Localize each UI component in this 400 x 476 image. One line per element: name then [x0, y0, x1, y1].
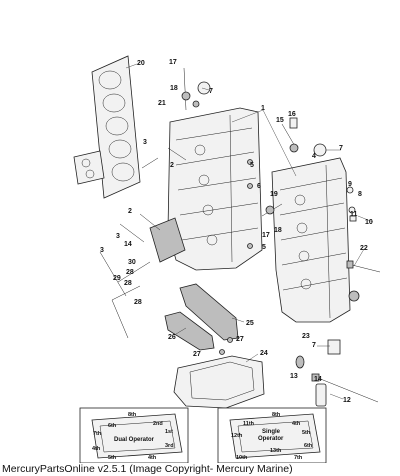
- inset-left-seq-8th: 8th: [128, 412, 137, 418]
- inset-left-seq-6th: 6th: [108, 423, 117, 429]
- callout-16: 16: [288, 111, 296, 118]
- callout-19: 19: [270, 191, 278, 198]
- callout-14-low: 14: [314, 376, 322, 383]
- inset-right-seq-13th: 13th: [270, 448, 282, 454]
- bolt-22: [346, 260, 381, 273]
- cylinder-head-left: [149, 107, 263, 271]
- callout-27-b: 27: [193, 351, 201, 358]
- inset-right-seq-8th: 8th: [272, 412, 281, 418]
- inset-right-seq-6th: 6th: [304, 443, 313, 449]
- callout-28-a: 28: [126, 269, 134, 276]
- callout-28-c: 28: [134, 299, 142, 306]
- fitting-18-19: [261, 203, 283, 217]
- callout-21: 21: [158, 100, 166, 107]
- callout-8: 8: [358, 191, 362, 198]
- callout-17-top: 17: [169, 59, 177, 66]
- callout-9: 9: [348, 181, 352, 188]
- callout-15: 15: [276, 117, 284, 124]
- callout-18-top: 18: [170, 85, 178, 92]
- callout-2-mid: 2: [128, 208, 132, 215]
- inset-right-seq-7th: 7th: [294, 455, 303, 461]
- callout-14: 14: [124, 241, 132, 248]
- inset-right-seq-12th: 12th: [231, 433, 243, 439]
- rocker-bolts-left: [99, 213, 161, 339]
- callout-29: 29: [113, 275, 121, 282]
- callout-20: 20: [137, 60, 145, 67]
- water-jacket-cover: [164, 283, 239, 351]
- inset-left-seq-5th: 5th: [108, 455, 117, 461]
- callout-10: 10: [365, 219, 373, 226]
- inset-left-seq-7th: 7th: [93, 431, 102, 437]
- inset-left-title: Dual Operator: [114, 437, 155, 443]
- callout-5-mid: 5: [262, 244, 266, 251]
- inset-left-seq-1st: 1st: [165, 429, 173, 435]
- inset-left-seq-4th-b: 4th: [148, 455, 157, 461]
- inset-left-seq-3rd: 3rd: [165, 443, 174, 449]
- callout-27-a: 27: [236, 336, 244, 343]
- callout-30: 30: [128, 259, 136, 266]
- inset-dual-operator: 8th 6th 2nd 7th 1st Dual Operator 4th 3r…: [79, 407, 189, 463]
- callout-6: 6: [257, 183, 261, 190]
- callout-13: 13: [290, 373, 298, 380]
- callout-5-top: 5: [250, 162, 254, 169]
- callout-23: 23: [302, 333, 310, 340]
- lower-gasket: [173, 355, 265, 409]
- inset-left-seq-2nd: 2nd: [153, 421, 163, 427]
- callouts: 20 17 18 21 7 1 15 16 3 2 4 7 5 6 9 8 19…: [100, 59, 373, 404]
- fitting-7-right: [327, 290, 360, 355]
- port-gasket: [73, 150, 105, 185]
- bolt-12: [311, 373, 379, 403]
- callout-4: 4: [312, 153, 316, 160]
- sensor-top: [181, 67, 211, 111]
- small-fittings-right: [346, 186, 357, 222]
- leader-lines: [125, 63, 374, 400]
- callout-12: 12: [343, 397, 351, 404]
- callout-24: 24: [260, 350, 268, 357]
- callout-1: 1: [261, 105, 265, 112]
- cylinder-head-right: [271, 157, 351, 323]
- inset-right-title-1: Single: [262, 429, 281, 435]
- exploded-parts-diagram: 20 17 18 21 7 1 15 16 3 2 4 7 5 6 9 8 19…: [73, 55, 381, 463]
- bolt-2: [141, 147, 187, 169]
- inset-right-seq-11th: 11th: [243, 421, 255, 427]
- callout-2-top: 2: [170, 162, 174, 169]
- callout-7-low: 7: [312, 342, 316, 349]
- inset-right-title-2: Operator: [258, 436, 284, 442]
- callout-22: 22: [360, 245, 368, 252]
- sensor-right: [281, 117, 327, 157]
- callout-3-top: 3: [143, 139, 147, 146]
- inset-right-seq-4th: 4th: [292, 421, 301, 427]
- tube-14: [315, 383, 327, 407]
- callout-3-mid: 3: [116, 233, 120, 240]
- callout-7-right: 7: [339, 145, 343, 152]
- inset-left-seq-4th: 4th: [92, 446, 101, 452]
- callout-3-low: 3: [100, 247, 104, 254]
- copyright-footer: MercuryPartsOnline v2.5.1 (Image Copyrig…: [2, 463, 293, 475]
- callout-26: 26: [168, 334, 176, 341]
- callout-18-mid: 18: [274, 227, 282, 234]
- plug-13: [295, 355, 305, 369]
- callout-7-top: 7: [209, 88, 213, 95]
- inset-right-seq-5th: 5th: [302, 430, 311, 436]
- callout-25: 25: [246, 320, 254, 327]
- callout-17-mid: 17: [262, 232, 270, 239]
- inset-single-operator: 8th 11th 4th 12th Single 5th Operator 6t…: [217, 407, 327, 463]
- callout-28-b: 28: [124, 280, 132, 287]
- callout-11: 11: [350, 211, 358, 218]
- dowels: [219, 159, 253, 355]
- inset-right-seq-10th: 10th: [236, 455, 248, 461]
